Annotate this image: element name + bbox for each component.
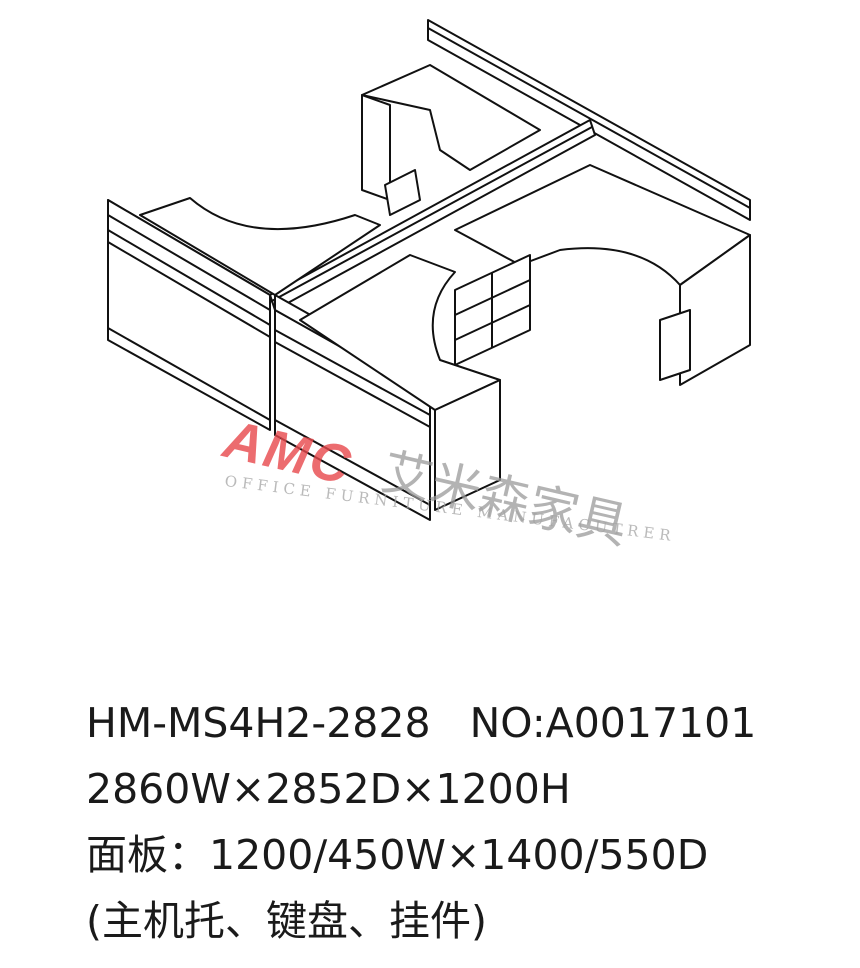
workstation-line-art: [107, 19, 751, 521]
desk-top-left: [139, 197, 381, 296]
desk-foot-right: [659, 309, 691, 381]
panel-line: 面板：1200/450W×1400/550D: [86, 831, 709, 879]
desk-top-rear-left: [361, 64, 541, 171]
workstation-drawing: [100, 10, 780, 550]
partition-rear-right-rail: [427, 27, 751, 209]
cpu-tray: [384, 169, 421, 216]
model-line: HM-MS4H2-2828 NO:A0017101: [86, 699, 757, 747]
accessories-line: (主机托、键盘、挂件): [86, 897, 487, 945]
dimensions-line: 2860W×2852D×1200H: [86, 765, 571, 813]
product-specs: HM-MS4H2-2828 NO:A0017101 2860W×2852D×12…: [86, 690, 756, 954]
desk-top-front: [299, 254, 501, 411]
partition-spine: [269, 119, 596, 311]
desk-side-front: [434, 379, 501, 511]
